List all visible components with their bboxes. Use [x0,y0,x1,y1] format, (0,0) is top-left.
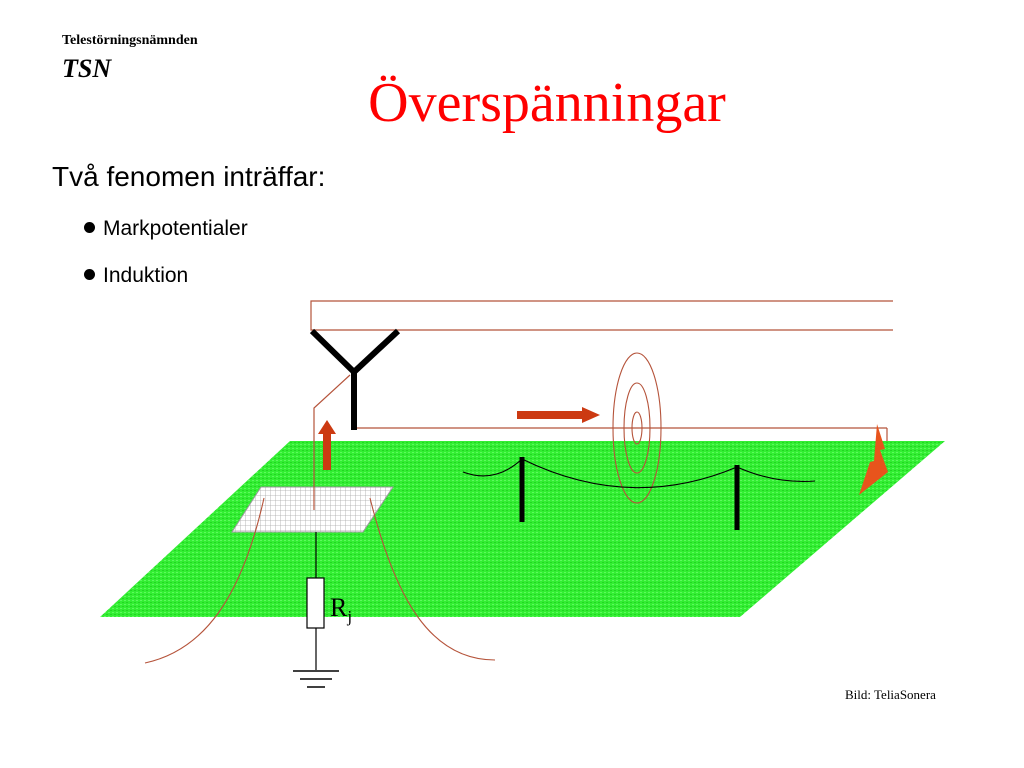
image-credit: Bild: TeliaSonera [845,687,936,702]
earth-symbol-icon [293,670,339,688]
magnetic-field-rings [612,352,662,504]
lightning-icon [859,424,888,495]
bullet-label: Markpotentialer [103,217,248,240]
earth-grid-mesh [231,486,394,533]
ground-potential-curves [144,497,496,664]
bullet-dot-icon [84,269,95,280]
bullet-item-markpotentialer: Markpotentialer [84,214,248,261]
arrow-up-icon [318,420,336,470]
power-lines [310,300,893,441]
organization-abbreviation: TSN [62,54,112,83]
bullet-list: Markpotentialer Induktion [84,214,248,308]
resistor-label: Rj [330,593,352,626]
resistor-symbol [306,577,325,629]
ground-plane [100,441,945,617]
arrow-right-icon [517,407,600,423]
bullet-item-induktion: Induktion [84,261,248,308]
bullet-label: Induktion [103,264,189,287]
feed-wire [313,374,351,510]
slide-title: Överspänningar [368,72,726,134]
bullet-dot-icon [84,222,95,233]
antenna-mast [309,328,401,430]
intro-text: Två fenomen inträffar: [52,161,326,192]
organization-name: Telestörningsnämnden [62,33,198,48]
telecom-line [462,457,816,530]
